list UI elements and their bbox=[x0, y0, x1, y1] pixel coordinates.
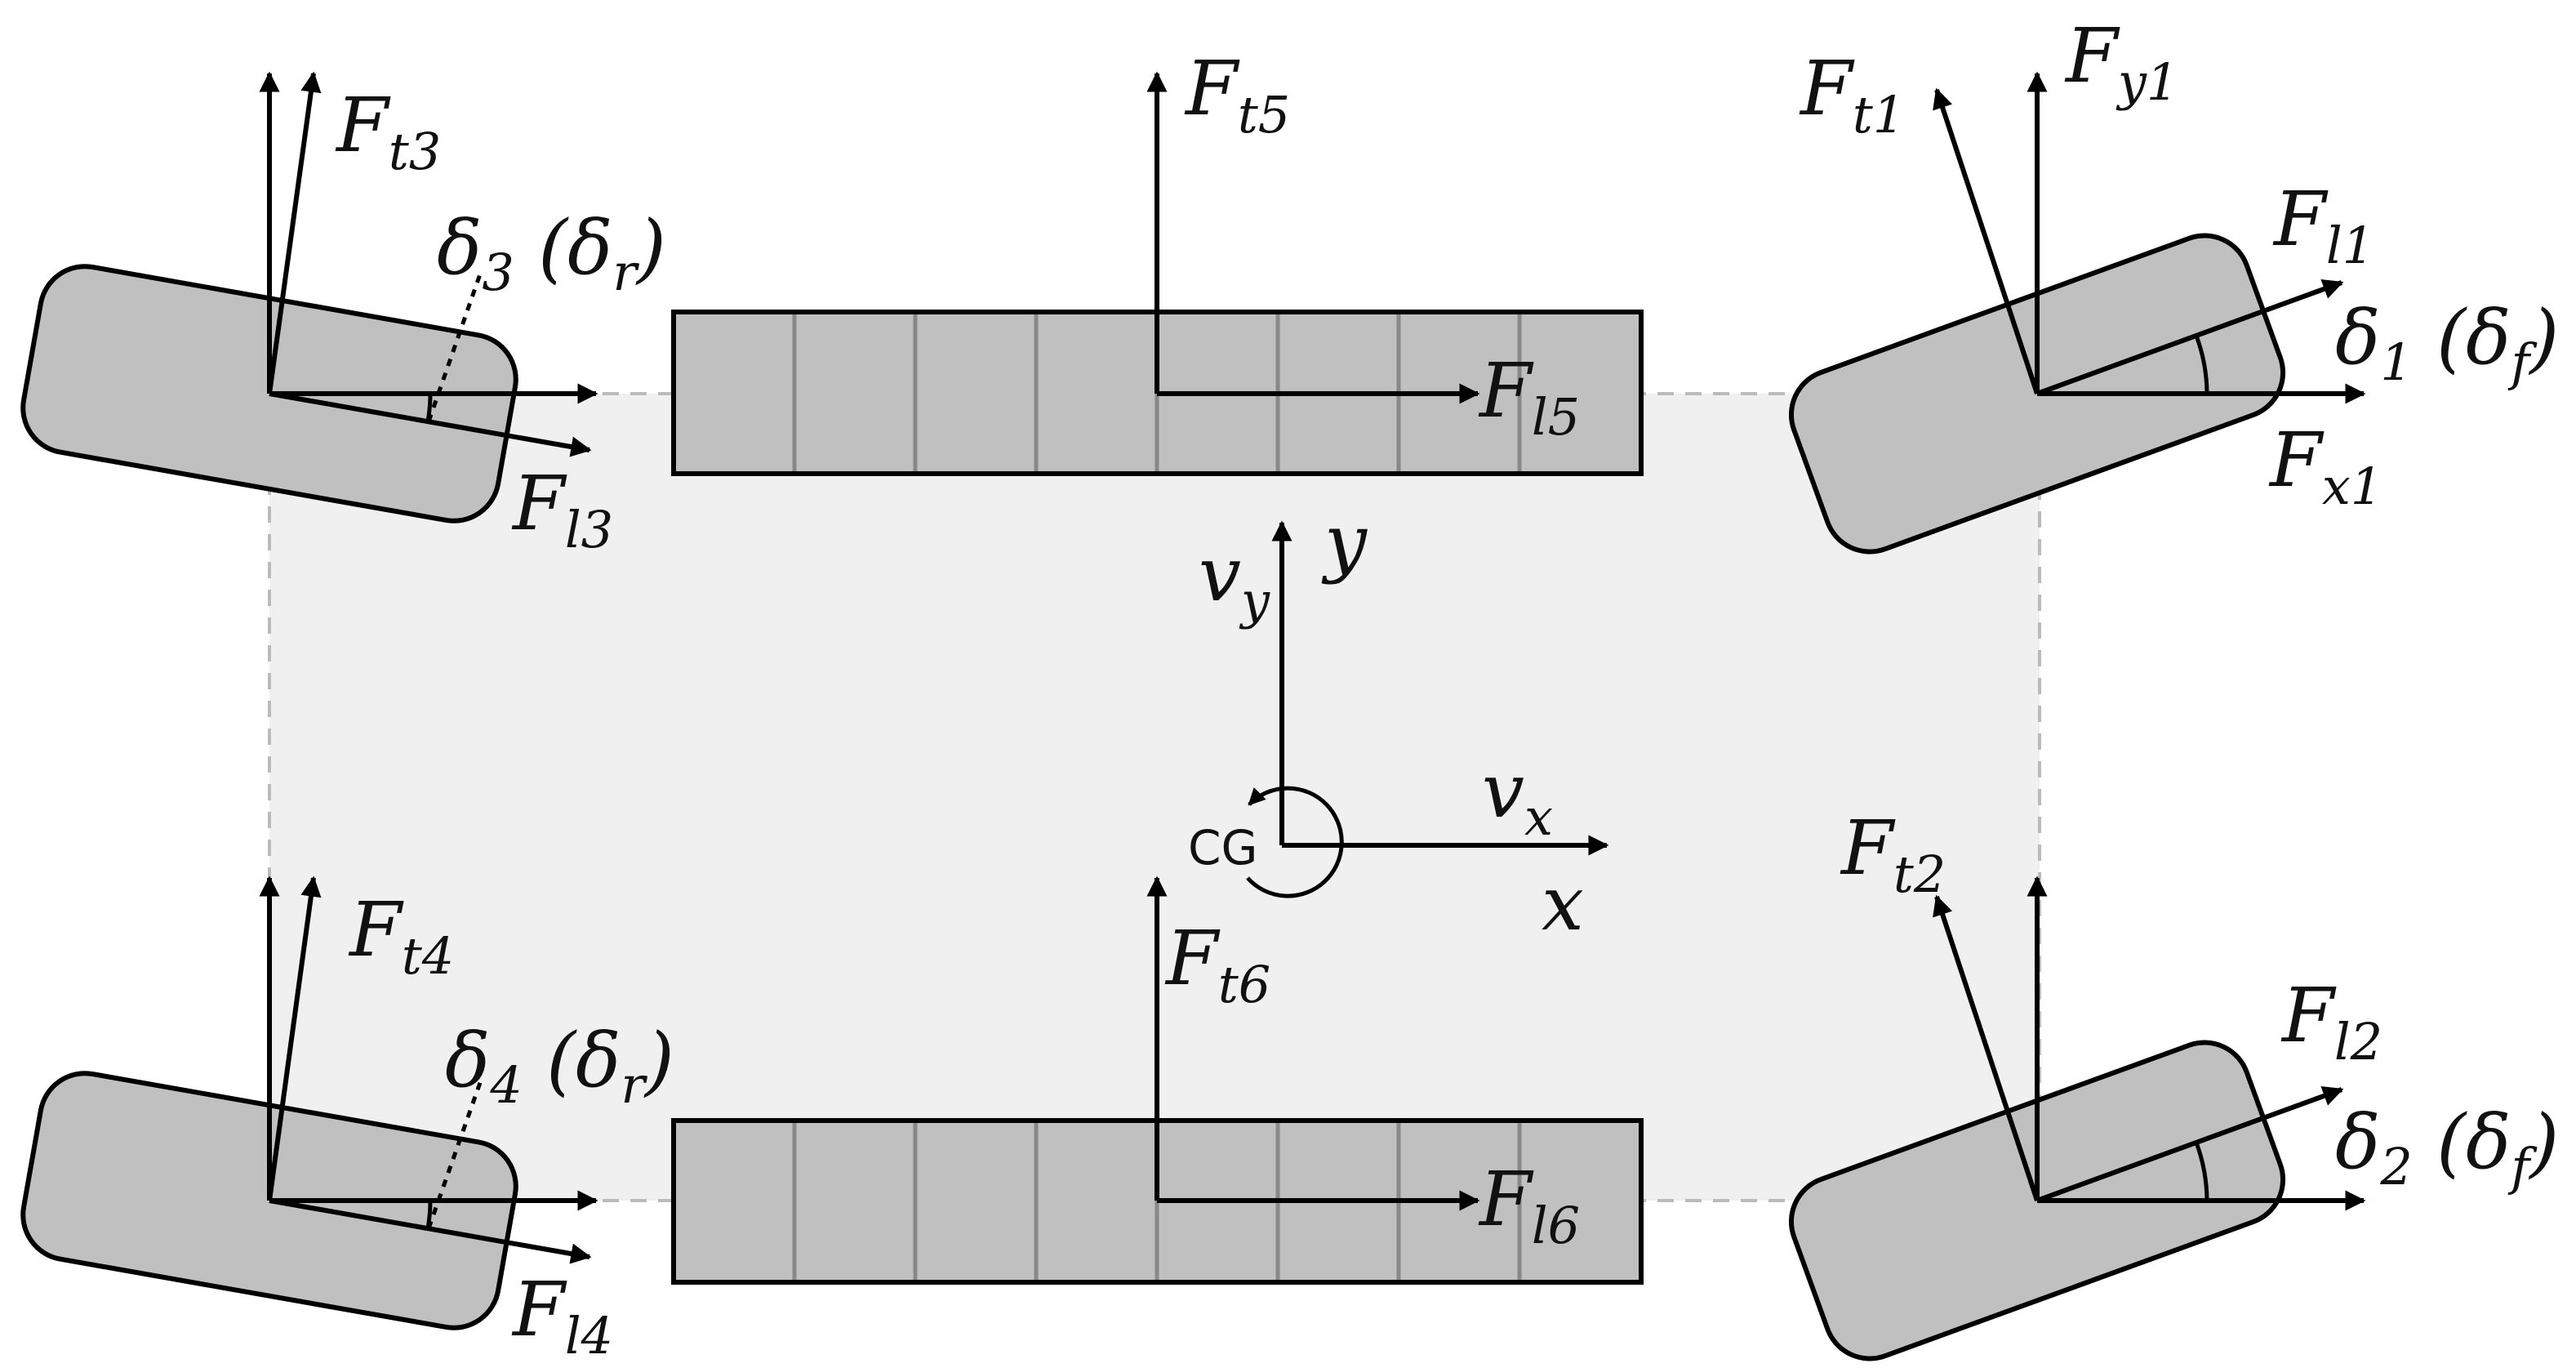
arrow-fl3 bbox=[269, 391, 592, 457]
arrow-ft2 bbox=[1933, 894, 2040, 1201]
arrow-ft4 bbox=[267, 876, 322, 1201]
angle-d3-arc bbox=[425, 393, 433, 422]
angle-d1-arc bbox=[2194, 335, 2209, 394]
label-ft4: Ft4 bbox=[348, 886, 454, 986]
angle-d3-dashed bbox=[426, 269, 484, 422]
yaw-rotation-arc bbox=[1246, 786, 1344, 898]
label-fl3: Fl3 bbox=[511, 460, 613, 559]
label-d3: δ3 (δr) bbox=[437, 204, 666, 302]
angle-d4-dashed bbox=[426, 1077, 484, 1229]
label-x: x bbox=[1542, 860, 1584, 947]
label-fl1: Fl1 bbox=[2272, 176, 2374, 275]
label-ft6: Ft6 bbox=[1164, 915, 1270, 1014]
label-ft2: Ft2 bbox=[1840, 804, 1946, 904]
label-y: y bbox=[1321, 498, 1368, 586]
label-fl4: Fl4 bbox=[511, 1266, 613, 1366]
label-cg: CG bbox=[1188, 820, 1257, 876]
label-ft3: Ft3 bbox=[335, 82, 441, 181]
label-d2: δ2 (δf) bbox=[2335, 1098, 2559, 1196]
angle-d4-arc bbox=[425, 1200, 433, 1229]
label-fl2: Fl2 bbox=[2280, 972, 2382, 1072]
label-vy: vy bbox=[1199, 531, 1270, 631]
label-fy1: Fy1 bbox=[2064, 12, 2178, 112]
arrow-fl4 bbox=[269, 1198, 592, 1264]
arrow-fl2 bbox=[2035, 1085, 2344, 1203]
arrow-fl1 bbox=[2035, 279, 2344, 396]
angle-d2-arc bbox=[2194, 1142, 2209, 1201]
arrow-ft3 bbox=[267, 71, 322, 394]
label-vx: vx bbox=[1482, 747, 1553, 847]
label-fx1: Fx1 bbox=[2268, 417, 2382, 516]
label-d1: δ1 (δf) bbox=[2335, 294, 2559, 392]
label-fl6: Fl6 bbox=[1478, 1156, 1580, 1255]
label-ft1: Ft1 bbox=[1799, 45, 1905, 145]
arrow-ft1 bbox=[1933, 87, 2040, 394]
label-d4: δ4 (δr) bbox=[445, 1017, 674, 1115]
label-fl5: Fl5 bbox=[1478, 347, 1580, 447]
label-ft5: Ft5 bbox=[1184, 45, 1290, 145]
